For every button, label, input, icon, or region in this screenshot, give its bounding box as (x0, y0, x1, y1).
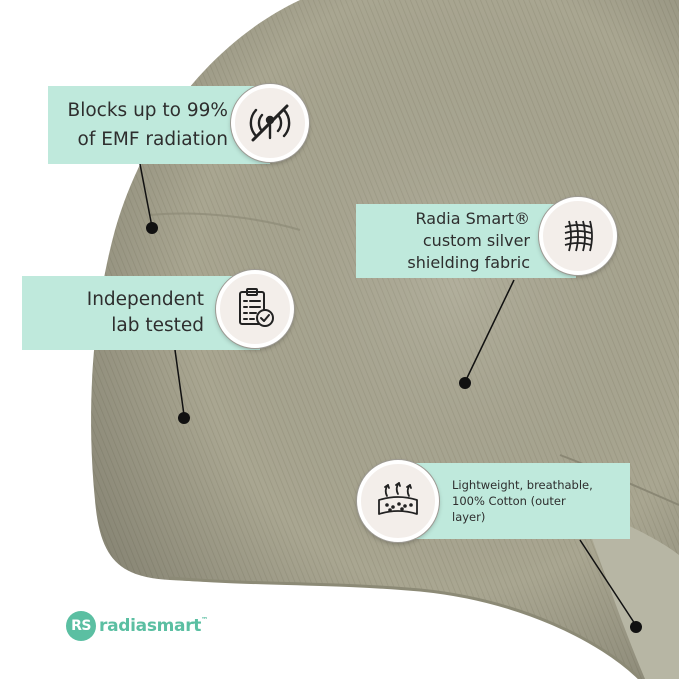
callout-line: 100% Cotton (outer (452, 494, 566, 508)
breathable-fabric-icon (357, 460, 439, 542)
callout-line: Lightweight, breathable, (452, 478, 593, 492)
brand-mark: RS (66, 611, 96, 641)
callout-line: of EMF radiation (77, 129, 228, 150)
callout-cotton-layer: Lightweight, breathable, 100% Cotton (ou… (398, 463, 630, 539)
brand-wordmark: radiasmart (99, 616, 202, 636)
callout-line: Radia Smart® (415, 209, 530, 228)
trademark-symbol: ™ (201, 616, 208, 624)
checklist-icon (216, 270, 294, 348)
callout-line: custom silver (422, 231, 530, 250)
brand-name: radiasmart™ (99, 616, 208, 636)
no-signal-icon (231, 84, 309, 162)
callout-line: shielding fabric (407, 253, 530, 272)
callout-line: layer) (452, 510, 486, 524)
callout-line: Blocks up to 99% (67, 100, 228, 121)
brand-logo: RS radiasmart™ (66, 611, 208, 641)
callout-line: Independent (86, 289, 204, 310)
mesh-fabric-icon (539, 197, 617, 275)
callout-line: lab tested (111, 315, 204, 336)
callout-emf-blocking: Blocks up to 99% of EMF radiation (48, 86, 270, 164)
